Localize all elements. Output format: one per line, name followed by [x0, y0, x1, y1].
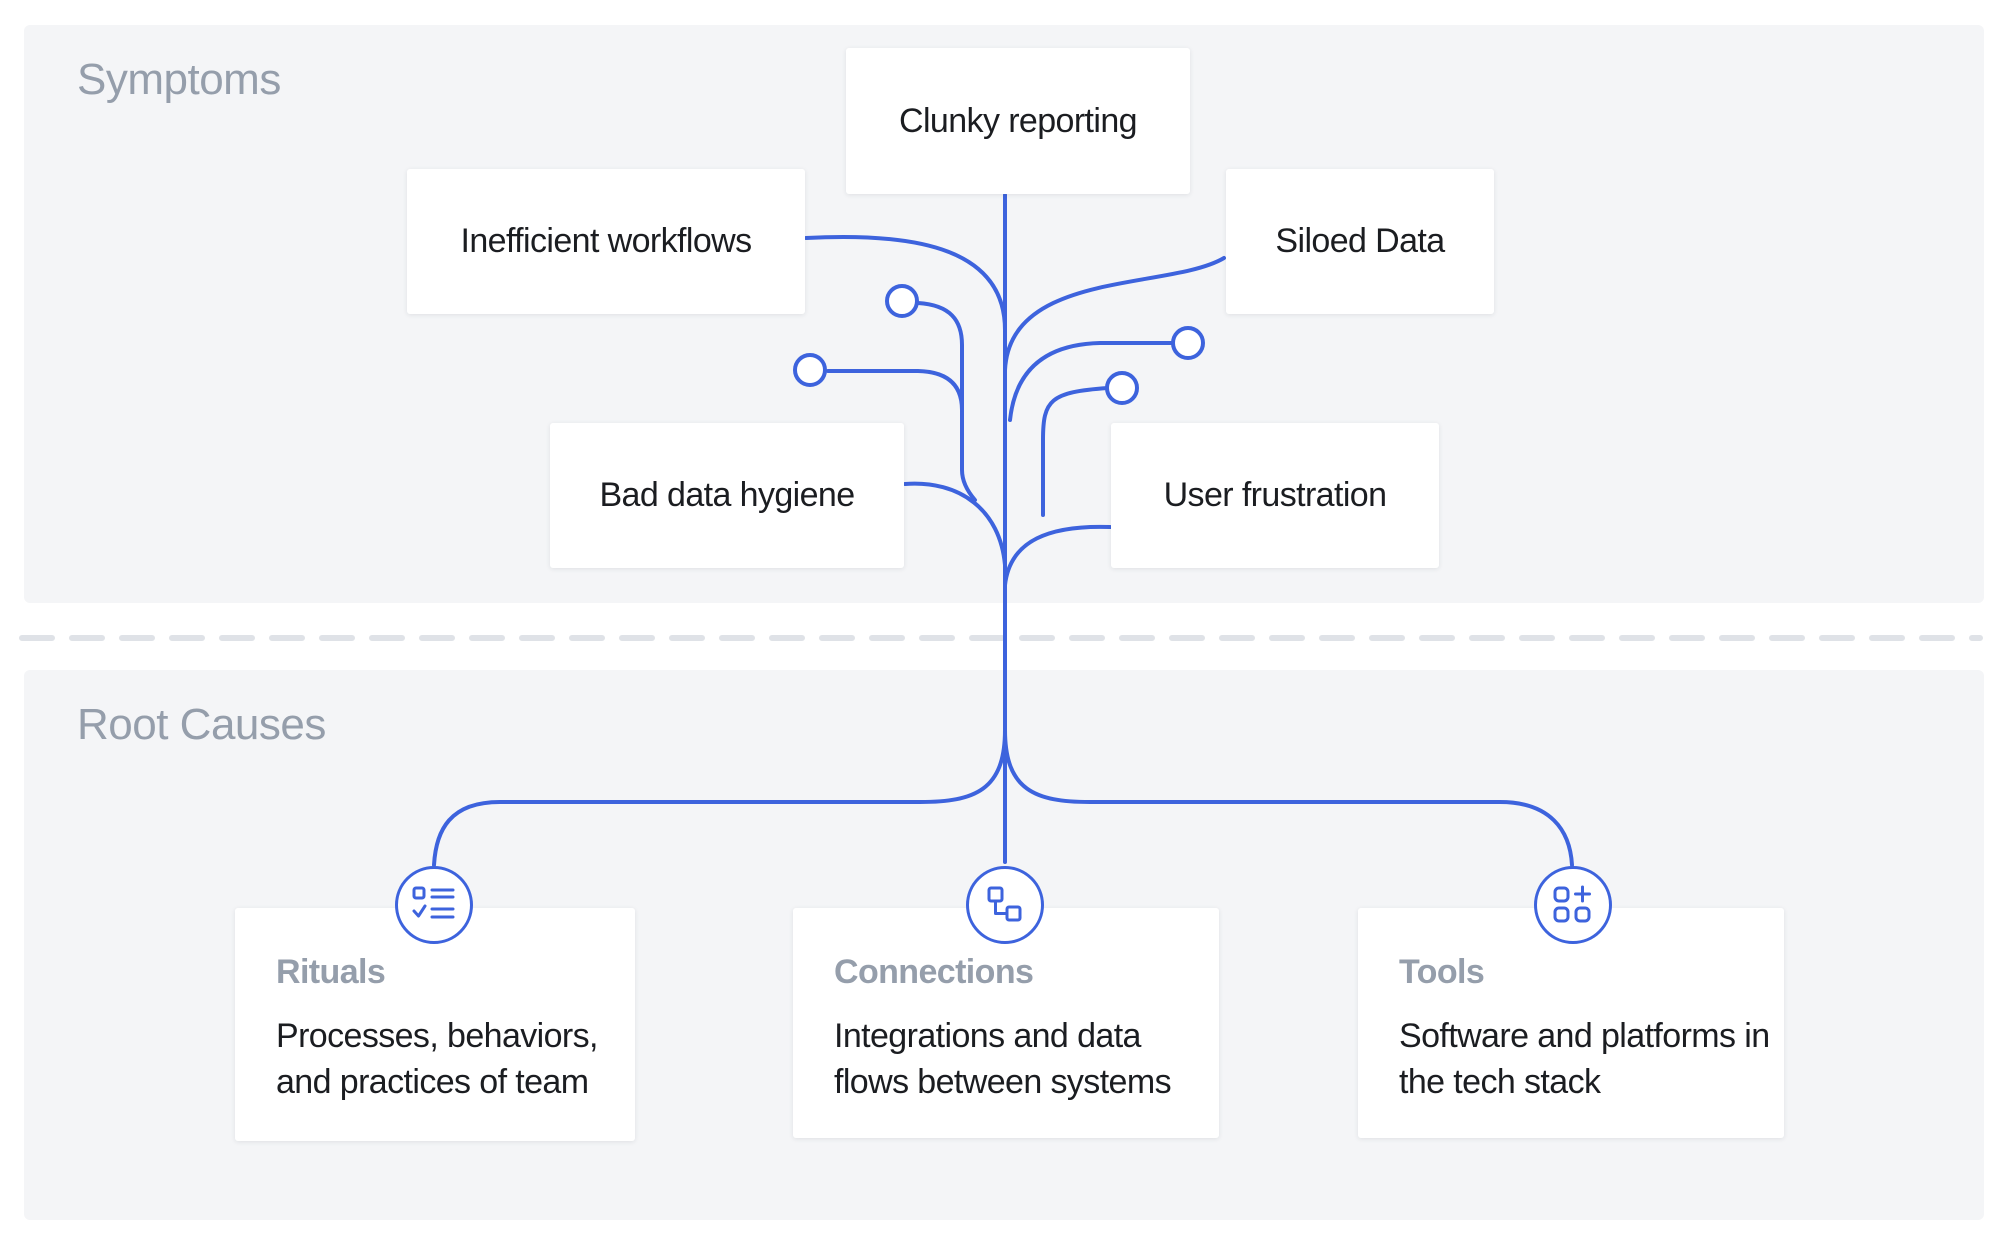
root-cause-description: Software and platforms in the tech stack [1399, 1017, 1770, 1101]
node-circle-mid-right [1105, 371, 1139, 405]
root-cause-title: Tools [1399, 953, 1485, 991]
symptom-label: Clunky reporting [899, 101, 1138, 140]
stem-node-mid-left [826, 369, 964, 412]
symptom-label: User frustration [1163, 476, 1387, 514]
connected-nodes-icon [987, 886, 1022, 922]
branch-inefficient-workflows [804, 234, 1007, 332]
rituals-icon-badge [395, 866, 473, 944]
root-cause-title: Connections [834, 953, 1034, 991]
branch-user-frustration [1003, 524, 1112, 587]
branch-bad-data-hygiene [903, 481, 1007, 567]
tools-icon-badge [1534, 866, 1612, 944]
apps-add-icon [1553, 885, 1591, 923]
checklist-icon [412, 886, 455, 919]
node-circle-mid-left [793, 353, 827, 387]
root-cause-card-connections: Connections Integrations and data flows … [793, 908, 1219, 1138]
stem-node-top-right [1008, 341, 1176, 422]
stem-node-mid-right [1041, 386, 1110, 517]
symptom-card-clunky-reporting: Clunky reporting [846, 48, 1190, 194]
root-cause-title: Rituals [276, 953, 386, 991]
connections-icon-badge [966, 866, 1044, 944]
stem-node-top-left [916, 301, 977, 502]
symptoms-section-title: Symptoms [77, 55, 281, 104]
branch-rituals [432, 728, 1007, 867]
root-cause-card-tools: Tools Software and platforms in the tech… [1358, 908, 1784, 1138]
root-cause-description: Integrations and data flows between syst… [834, 1017, 1172, 1101]
node-circle-top-left [885, 284, 919, 318]
symptom-label: Siloed Data [1275, 222, 1445, 260]
branch-tools [1003, 728, 1574, 867]
symptom-card-siloed-data: Siloed Data [1226, 169, 1494, 314]
branch-siloed-data [1003, 256, 1226, 372]
root-cause-description: Processes, behaviors, and practices of t… [276, 1017, 598, 1101]
symptom-card-bad-data-hygiene: Bad data hygiene [550, 423, 904, 568]
symptom-card-inefficient-workflows: Inefficient workflows [407, 169, 805, 314]
root-causes-section-title: Root Causes [77, 700, 326, 749]
root-cause-card-rituals: Rituals Processes, behaviors, and practi… [235, 908, 635, 1141]
symptom-card-user-frustration: User frustration [1111, 423, 1439, 568]
node-circle-top-right [1171, 326, 1205, 360]
symptom-label: Inefficient workflows [460, 222, 752, 260]
symptom-label: Bad data hygiene [599, 476, 855, 514]
